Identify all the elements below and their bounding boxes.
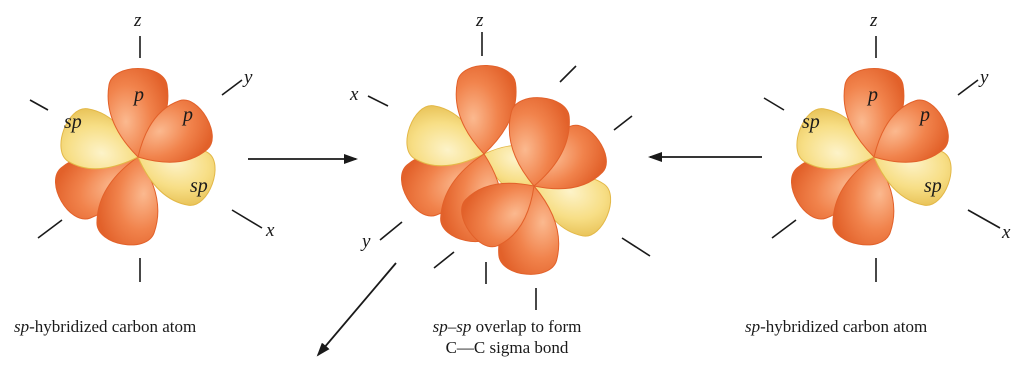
x-axis-line-lower	[231, 209, 263, 229]
p-label-right: p	[181, 104, 193, 126]
caption-text: overlap to form	[471, 317, 582, 336]
overlap-caption: sp–sp overlap to form C—C sigma bond	[397, 316, 617, 358]
y-axis-line	[957, 79, 979, 96]
y-axis-label: y	[360, 231, 371, 252]
z-axis-label: z	[133, 10, 142, 31]
x-axis-line	[367, 95, 389, 107]
y-axis-line-lower	[771, 219, 797, 239]
sp-label-left: sp	[802, 111, 820, 133]
left-carbon-atom: p p sp sp z y x	[29, 10, 275, 282]
overlap-caption-line1: sp–sp overlap to form	[397, 316, 617, 337]
caption-prefix: sp	[745, 317, 761, 336]
y-axis-label: y	[242, 67, 253, 88]
sp-label-right: sp	[924, 175, 942, 197]
overlap-caption-line2: C—C sigma bond	[445, 338, 569, 357]
x-axis-line-lower	[621, 237, 651, 257]
y-axis-line-lower	[37, 219, 63, 239]
lower-axis-line-a	[433, 251, 455, 269]
z-axis-line-right	[559, 65, 577, 83]
right-atom-caption: sp-hybridized carbon atom	[745, 316, 927, 337]
z-axis-label: z	[869, 10, 878, 31]
x-axis-label: x	[265, 220, 275, 241]
caption-text: -hybridized carbon atom	[760, 317, 928, 336]
x-axis-line	[29, 99, 49, 111]
sp-label-right: sp	[190, 175, 208, 197]
right-carbon-atom: p p sp sp z y x	[763, 10, 1011, 282]
x-axis-label: x	[1001, 222, 1011, 243]
x-axis-line-lower	[967, 209, 1001, 229]
p-label-right: p	[918, 104, 930, 126]
sp-label-left: sp	[64, 111, 82, 133]
caption-text: -hybridized carbon atom	[29, 317, 197, 336]
y-axis-label: y	[978, 67, 989, 88]
overlap-molecule: z x y	[349, 10, 651, 310]
p-label-upper: p	[132, 84, 144, 106]
caption-prefix: sp	[14, 317, 30, 336]
y-axis-line	[379, 221, 403, 241]
bond-pointer-arrow	[316, 262, 397, 357]
y-axis-line-right	[613, 115, 633, 131]
y-axis-line	[221, 79, 243, 96]
p-label-upper: p	[866, 84, 878, 106]
caption-prefix: sp–sp	[432, 317, 472, 336]
x-axis-line	[763, 97, 785, 111]
z-axis-label: z	[475, 10, 484, 31]
x-axis-label: x	[349, 84, 359, 105]
left-atom-caption: sp-hybridized carbon atom	[14, 316, 196, 337]
